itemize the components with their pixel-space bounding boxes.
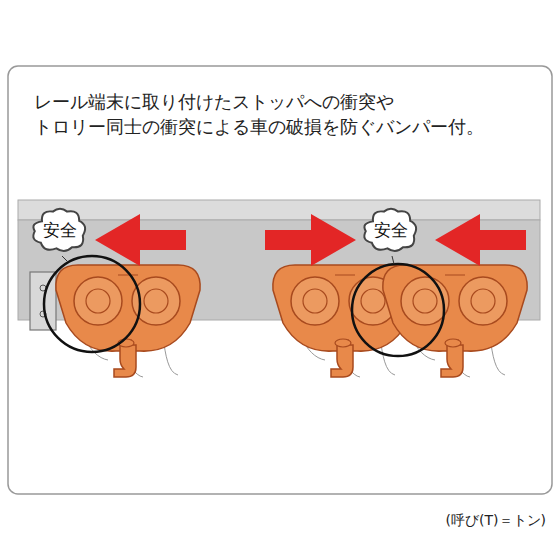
description-text: レール端末に取り付けたストッパへの衝突や トロリー同士の衝突による車の破損を防ぐ…: [34, 90, 534, 141]
unit-note: (呼び(T)＝トン): [446, 512, 546, 530]
node-text: 安全: [43, 219, 77, 242]
safety-cloud: 安全: [30, 207, 90, 253]
safety-cloud: 安全: [361, 207, 421, 253]
node-text: 安全: [374, 219, 408, 242]
